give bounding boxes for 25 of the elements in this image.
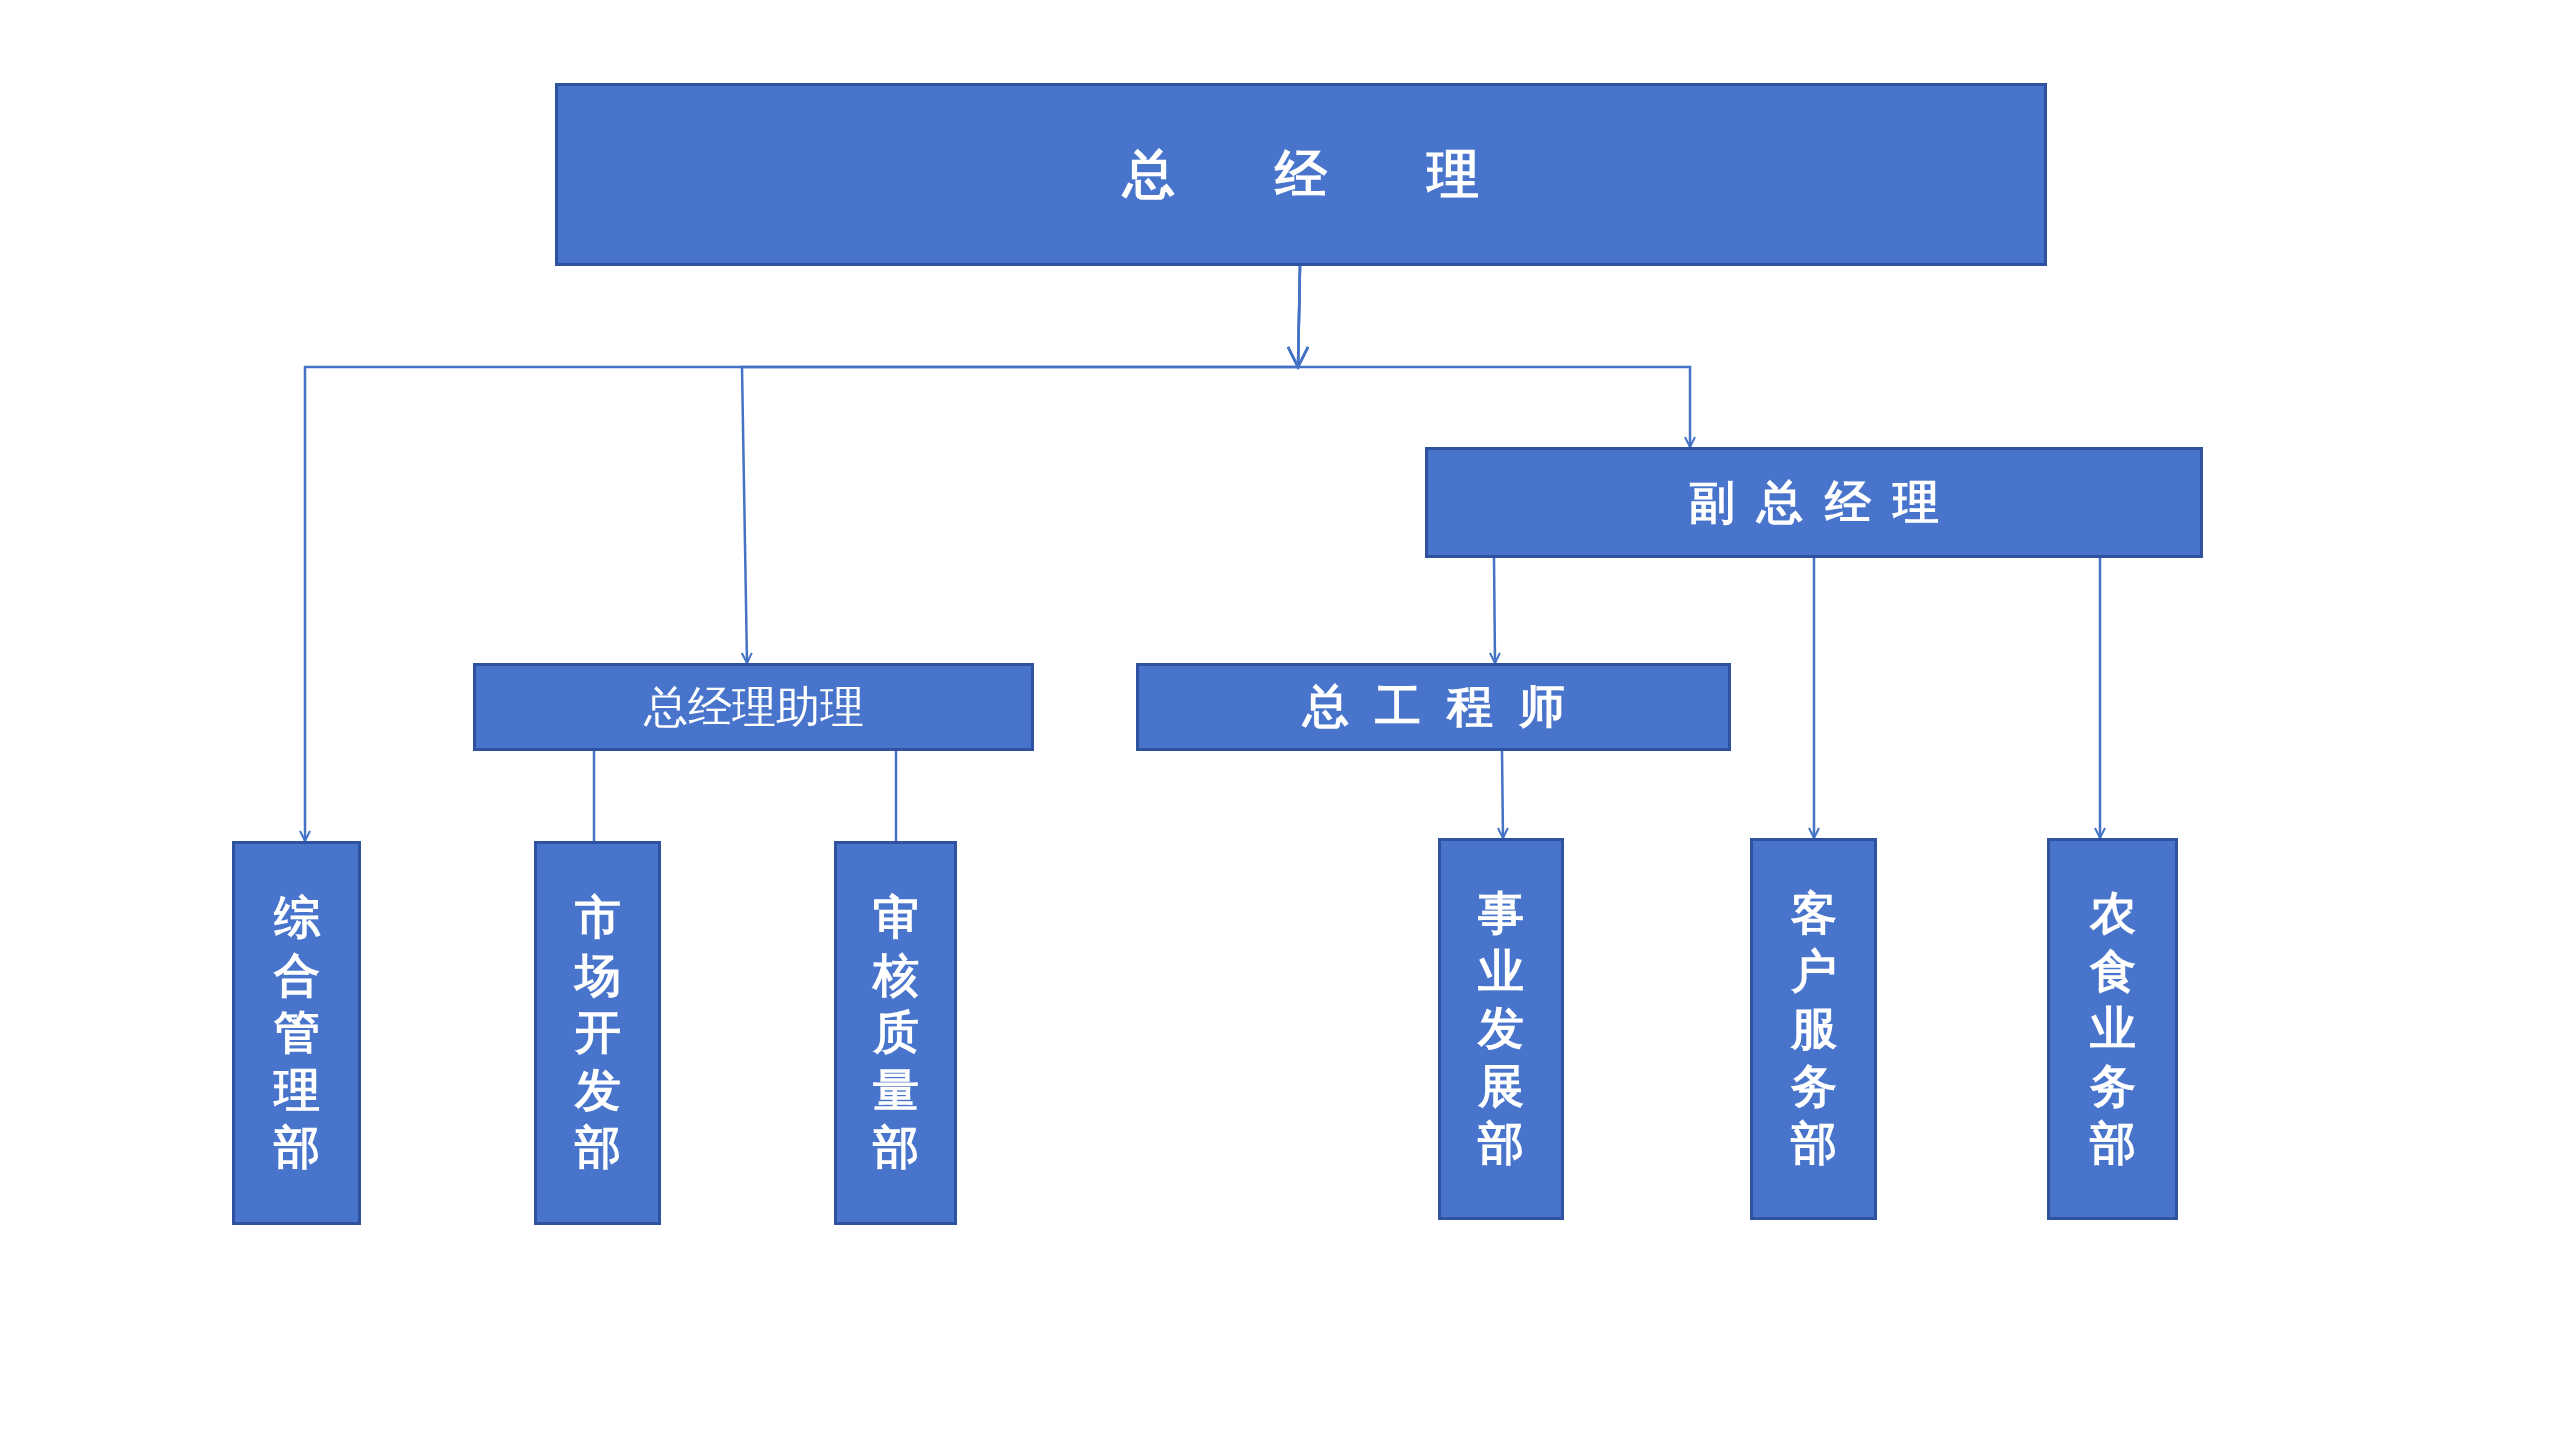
department-box — [1438, 838, 1564, 1220]
box-label: 总工程师 — [1302, 678, 1591, 735]
box-label: 总经理助理 — [643, 679, 864, 734]
department-box — [232, 841, 361, 1225]
manager-box — [1136, 663, 1731, 751]
manager-box — [473, 663, 1034, 751]
box-label: 综合管理部 — [273, 889, 320, 1177]
department-box — [2047, 838, 2178, 1220]
box-label: 市场开发部 — [574, 889, 621, 1177]
box-label: 客户服务部 — [1790, 885, 1837, 1173]
department-box — [834, 841, 957, 1225]
connector-arrow — [1488, 558, 1501, 664]
connector-arrow — [1496, 751, 1509, 839]
connector-arrow — [2094, 558, 2106, 839]
box-label: 审核质量部 — [872, 889, 919, 1177]
connector-arrow — [1808, 558, 1820, 839]
box-label: 总经理 — [1123, 142, 1579, 206]
box-label: 副总经理 — [1689, 473, 1961, 531]
manager-box — [1425, 447, 2203, 558]
manager-box — [555, 83, 2047, 266]
connector-arrow — [1286, 265, 1696, 448]
department-box — [534, 841, 661, 1225]
box-label: 事业发展部 — [1478, 885, 1524, 1173]
box-label: 农食业务部 — [2089, 885, 2136, 1173]
department-box — [1750, 838, 1877, 1220]
